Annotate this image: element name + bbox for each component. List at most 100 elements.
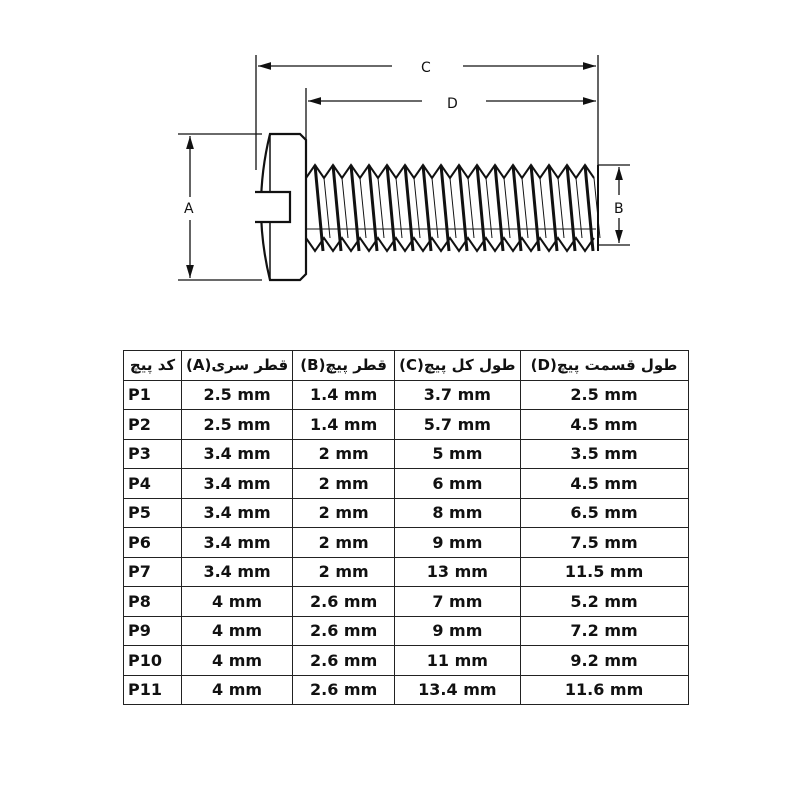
dimension-cell: 2.5 mm — [180, 379, 294, 410]
dimension-cell: 7.5 mm — [519, 527, 689, 558]
dimension-cell: 3.4 mm — [180, 527, 294, 558]
label-b: B — [614, 201, 624, 217]
dimension-cell: 2.6 mm — [292, 645, 396, 676]
thread-root — [575, 177, 583, 239]
thread-root — [557, 177, 565, 239]
screw-code-cell: P5 — [123, 497, 182, 528]
dimension-cell: 11 mm — [394, 645, 521, 676]
dimension-cell: 9.2 mm — [519, 645, 689, 676]
thread-crest — [457, 164, 469, 252]
thread-root — [431, 177, 439, 239]
dimension-cell: 4 mm — [180, 586, 294, 617]
thread-crest — [529, 164, 541, 252]
thread-root — [359, 177, 367, 239]
label-c: C — [421, 60, 431, 76]
dimension-cell: 7.2 mm — [519, 615, 689, 646]
dimension-cell: 4 mm — [180, 645, 294, 676]
dimension-cell: 2 mm — [292, 527, 396, 558]
thread-crest — [331, 164, 343, 252]
dimension-cell: 1.4 mm — [292, 409, 396, 440]
dimension-cell: 4.5 mm — [519, 468, 689, 499]
screw-code-cell: P2 — [123, 409, 182, 440]
header-head-diameter: قطر سری(A) — [180, 350, 294, 381]
thread-crest — [583, 164, 595, 252]
header-thread-length: طول قسمت پیچ(D) — [519, 350, 689, 381]
thread-crest — [565, 164, 577, 252]
dimension-cell: 3.4 mm — [180, 497, 294, 528]
dimension-cell: 4 mm — [180, 615, 294, 646]
dimension-cell: 5.7 mm — [394, 409, 521, 440]
screw-head — [255, 132, 308, 282]
header-code: کد پیچ — [123, 350, 182, 381]
dimension-cell: 3.4 mm — [180, 468, 294, 499]
screw-code-cell: P4 — [123, 468, 182, 499]
thread-root — [395, 177, 403, 239]
header-thread-diameter: قطر پیچ(B) — [292, 350, 396, 381]
screw-threads — [305, 163, 601, 253]
thread-root — [413, 177, 421, 239]
thread-root — [449, 177, 457, 239]
dimension-cell: 3.7 mm — [394, 379, 521, 410]
dimension-cell: 8 mm — [394, 497, 521, 528]
label-a: A — [184, 201, 194, 217]
thread-edge — [305, 236, 595, 253]
thread-root — [539, 177, 547, 239]
dimension-cell: 2.6 mm — [292, 674, 396, 705]
dimension-cell: 9 mm — [394, 527, 521, 558]
dimension-cell: 7 mm — [394, 586, 521, 617]
label-d: D — [447, 96, 458, 112]
dimension-cell: 5.2 mm — [519, 586, 689, 617]
screw-code-cell: P8 — [123, 586, 182, 617]
thread-crest — [367, 164, 379, 252]
dimension-cell: 9 mm — [394, 615, 521, 646]
thread-crest — [475, 164, 487, 252]
thread-root — [521, 177, 529, 239]
screw-diagram: C D A B — [178, 55, 630, 282]
dimension-cell: 2 mm — [292, 497, 396, 528]
dimension-cell: 2.6 mm — [292, 586, 396, 617]
dimension-cell: 2.6 mm — [292, 615, 396, 646]
dimension-cell: 2 mm — [292, 556, 396, 587]
dimension-cell: 1.4 mm — [292, 379, 396, 410]
dimension-cell: 4 mm — [180, 674, 294, 705]
screw-code-cell: P7 — [123, 556, 182, 587]
dimension-cell: 2 mm — [292, 468, 396, 499]
screw-code-cell: P1 — [123, 379, 182, 410]
thread-root — [323, 177, 331, 239]
dimension-cell: 3.4 mm — [180, 556, 294, 587]
dimension-cell: 2.5 mm — [519, 379, 689, 410]
dimension-cell: 2.5 mm — [180, 409, 294, 440]
thread-crest — [385, 164, 397, 252]
dimension-cell: 3.5 mm — [519, 438, 689, 469]
dimension-cell: 5 mm — [394, 438, 521, 469]
screw-code-cell: P11 — [123, 674, 182, 705]
dimension-cell: 11.6 mm — [519, 674, 689, 705]
dimension-cell: 3.4 mm — [180, 438, 294, 469]
thread-crest — [421, 164, 433, 252]
screw-code-cell: P6 — [123, 527, 182, 558]
dimension-cell: 6 mm — [394, 468, 521, 499]
dimension-cell: 13.4 mm — [394, 674, 521, 705]
thread-crest — [439, 164, 451, 252]
thread-crest — [313, 164, 325, 252]
screw-code-cell: P9 — [123, 615, 182, 646]
thread-root — [485, 177, 493, 239]
dimension-cell: 13 mm — [394, 556, 521, 587]
thread-root — [377, 177, 385, 239]
thread-crest — [403, 164, 415, 252]
dimension-cell: 11.5 mm — [519, 556, 689, 587]
thread-crest — [511, 164, 523, 252]
